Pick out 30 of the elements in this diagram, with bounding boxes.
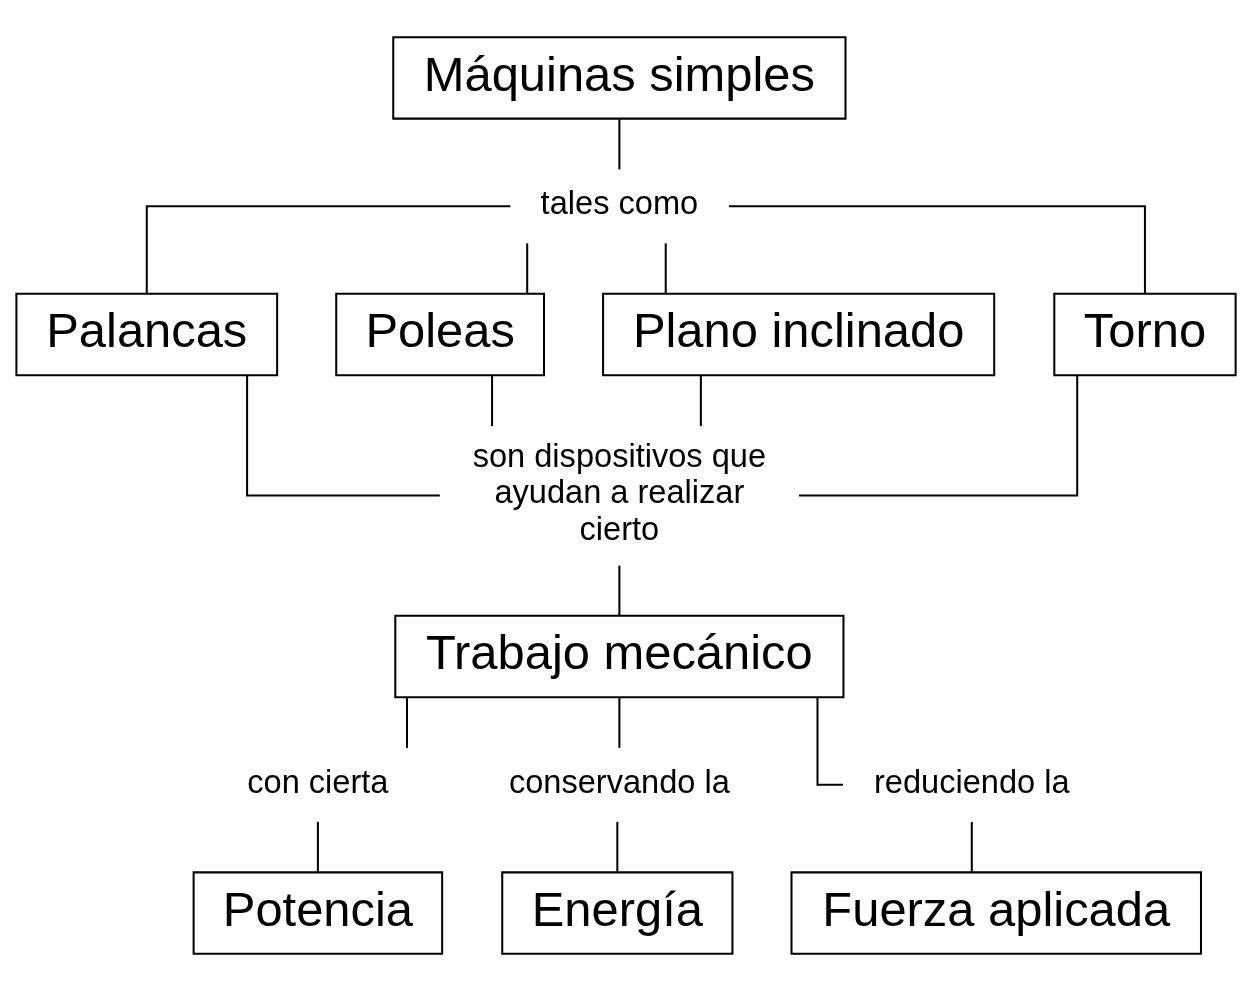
connector [699, 375, 702, 426]
connector [618, 697, 621, 748]
node-box: Trabajo mecánico [394, 614, 845, 698]
connector [616, 821, 619, 872]
connector [664, 242, 667, 293]
node-text: tales como [540, 183, 699, 221]
connector [970, 821, 973, 872]
connector [728, 204, 1146, 293]
node-text: reduciendo la [873, 762, 1070, 800]
connector [406, 697, 409, 748]
connector [618, 565, 621, 615]
connector [618, 118, 621, 169]
connector [246, 375, 440, 496]
connector [799, 375, 1079, 496]
node-box: Palancas [15, 292, 279, 376]
connector [145, 204, 511, 293]
node-box: Plano inclinado [602, 292, 996, 376]
node-text: con cierta [247, 762, 389, 800]
connector [316, 821, 319, 872]
node-box: Energía [501, 870, 734, 955]
node-text: conservando la [508, 762, 730, 800]
node-box: Torno [1053, 292, 1237, 376]
node-box: Potencia [192, 870, 444, 955]
connector [491, 375, 494, 426]
node-text: son dispositivos que ayudan a realizar cierto [472, 436, 767, 547]
connector [816, 697, 843, 786]
node-box: Fuerza aplicada [790, 870, 1202, 955]
connector [526, 242, 529, 293]
node-box: Poleas [335, 292, 546, 376]
node-box: Máquinas simples [392, 35, 847, 120]
